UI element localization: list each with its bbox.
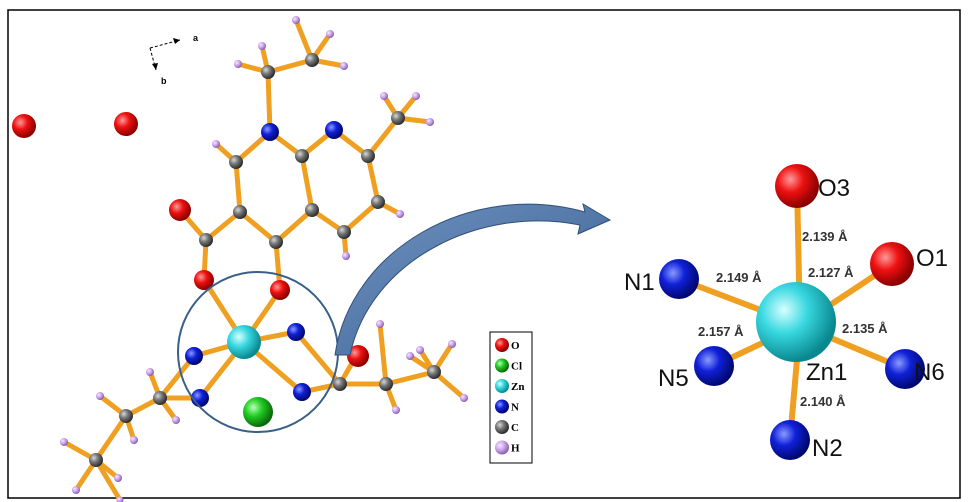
legend-swatch-h bbox=[495, 440, 509, 455]
zn-atom-structure bbox=[227, 325, 261, 359]
legend-swatch-n bbox=[495, 399, 509, 414]
label-n1: N1 bbox=[624, 269, 655, 296]
legend-label-o: O bbox=[511, 340, 520, 352]
atom-o3 bbox=[775, 164, 819, 208]
distance-zn-o1: 2.127 Å bbox=[808, 265, 854, 280]
legend-label-n: N bbox=[511, 402, 519, 414]
legend-swatch-o bbox=[495, 338, 509, 352]
label-n5: N5 bbox=[658, 365, 689, 392]
cl-atom-structure bbox=[243, 397, 273, 427]
atom-n6 bbox=[885, 349, 925, 389]
label-o1: O1 bbox=[916, 245, 948, 272]
atom-n1 bbox=[659, 259, 699, 299]
distance-zn-n5: 2.157 Å bbox=[698, 324, 744, 339]
label-zn1: Zn1 bbox=[806, 359, 847, 386]
distance-zn-n2: 2.140 Å bbox=[800, 394, 846, 409]
legend-label-cl: Cl bbox=[511, 361, 522, 373]
coordination-detail: O3 O1 N1 N5 N6 N2 Zn1 2.139 Å 2.127 Å 2.… bbox=[624, 164, 948, 462]
legend-swatch-c bbox=[495, 420, 509, 434]
atom-n5 bbox=[694, 346, 734, 386]
atom-zn1 bbox=[756, 282, 836, 362]
legend-label-c: C bbox=[511, 422, 519, 434]
axis-label-b: b bbox=[161, 76, 167, 86]
legend-label-zn: Zn bbox=[511, 381, 524, 393]
legend-swatch-zn bbox=[495, 379, 509, 393]
axis-indicator: a b bbox=[149, 33, 199, 86]
label-n6: N6 bbox=[914, 359, 945, 386]
label-o3: O3 bbox=[818, 175, 850, 202]
distance-zn-n6: 2.135 Å bbox=[842, 321, 888, 336]
callout-arrow bbox=[334, 202, 612, 356]
distance-zn-o3: 2.139 Å bbox=[802, 229, 848, 244]
label-n2: N2 bbox=[812, 435, 843, 462]
axis-label-a: a bbox=[193, 33, 199, 43]
atom-n2 bbox=[770, 420, 810, 460]
distance-zn-n1: 2.149 Å bbox=[716, 270, 762, 285]
figure-frame bbox=[7, 9, 961, 499]
atom-o1 bbox=[870, 242, 914, 286]
crystal-structure-atoms bbox=[12, 16, 468, 502]
legend-swatch-cl bbox=[495, 358, 509, 373]
legend-label-h: H bbox=[511, 443, 520, 455]
